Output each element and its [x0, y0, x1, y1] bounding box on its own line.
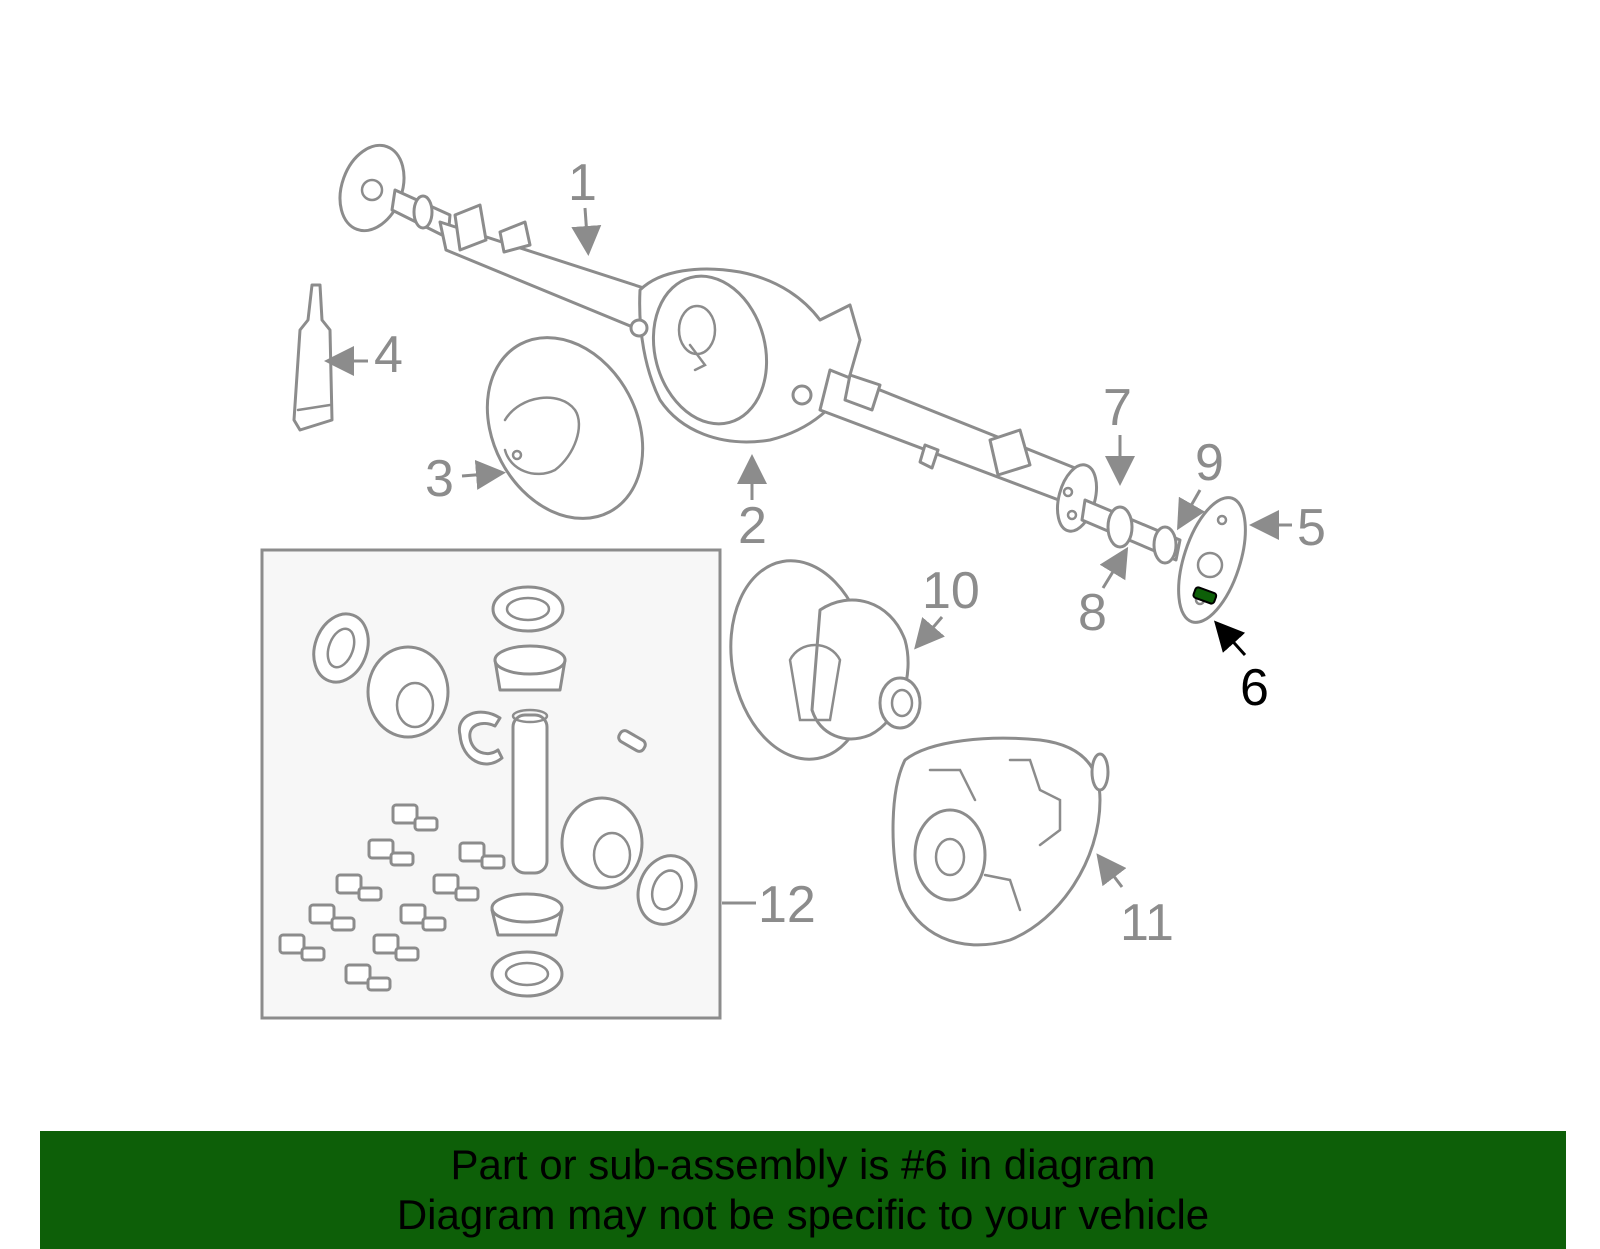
callout-6: 6: [1240, 659, 1269, 717]
callout-1: 1: [568, 154, 597, 212]
callout-8: 8: [1078, 584, 1107, 642]
callout-9: 9: [1195, 434, 1224, 492]
sealant-tube: [292, 283, 334, 432]
seal-9: [1152, 525, 1178, 565]
callout-7: 7: [1103, 379, 1132, 437]
gear-kit-box: [260, 548, 722, 1020]
locking-differential: [891, 736, 1110, 947]
info-banner: Part or sub-assembly is #6 in diagram Di…: [40, 1131, 1566, 1249]
leader-lines: [324, 207, 1292, 905]
callout-2: 2: [738, 497, 767, 555]
wheel-stud-6: [1192, 586, 1218, 605]
callout-3: 3: [425, 450, 454, 508]
callout-10: 10: [922, 562, 980, 620]
differential-cover: [485, 336, 645, 520]
banner-line-2: Diagram may not be specific to your vehi…: [396, 1191, 1210, 1238]
callout-4: 4: [374, 326, 403, 384]
axle-flange-5: [1177, 496, 1247, 624]
callouts: 1 2 3 4 5 6 7 8 9 10 11 12: [374, 154, 1326, 952]
axle-housing: [338, 143, 1098, 533]
callout-11: 11: [1120, 894, 1174, 952]
axle-shaft: [1080, 496, 1247, 624]
banner-line-1: Part or sub-assembly is #6 in diagram: [450, 1141, 1156, 1188]
bearing-8: [1106, 505, 1134, 549]
callout-12: 12: [758, 876, 816, 934]
callout-5: 5: [1297, 499, 1326, 557]
differential-case: [729, 559, 922, 761]
